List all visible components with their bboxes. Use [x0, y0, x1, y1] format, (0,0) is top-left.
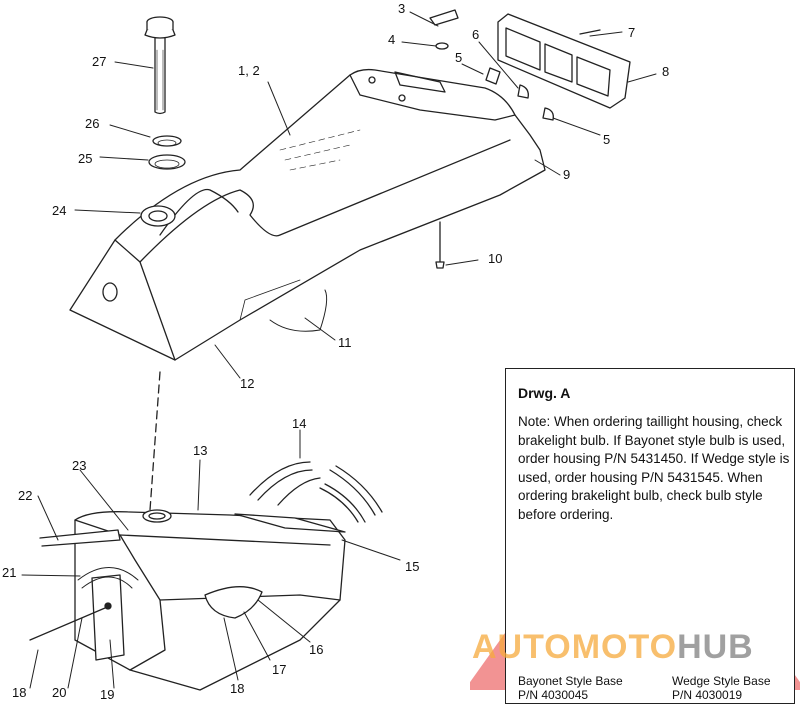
callout-24: 24 [52, 203, 67, 218]
callout-25: 25 [78, 151, 93, 166]
callout-20: 20 [52, 685, 67, 700]
tank-straps [234, 461, 383, 533]
callout-13: 13 [193, 443, 208, 458]
taillight-lens [429, 9, 631, 121]
callout-1-2: 1, 2 [238, 63, 260, 78]
callout-6: 6 [472, 27, 480, 42]
callout-18-left: 18 [12, 685, 27, 700]
bayonet-bulb-part-number: P/N 4030045 [518, 688, 589, 702]
wedge-bulb-label: Wedge Style Base [672, 674, 771, 688]
callout-18-right: 18 [230, 681, 245, 696]
callout-14: 14 [292, 416, 307, 431]
assembly-centerline [149, 371, 161, 511]
callout-7: 7 [628, 25, 636, 40]
fuel-tank-lower [29, 509, 346, 691]
bolt [435, 221, 445, 269]
drawing-a-panel: Drwg. A Note: When ordering taillight ho… [505, 368, 795, 704]
watermark-text-part2: HUB [677, 628, 754, 666]
callout-8: 8 [662, 64, 670, 79]
callout-12: 12 [240, 376, 255, 391]
drawing-a-title: Drwg. A [518, 385, 571, 401]
callout-15: 15 [405, 559, 420, 574]
callout-17: 17 [272, 662, 287, 677]
callout-5-right: 5 [603, 132, 611, 147]
callout-19: 19 [100, 687, 115, 702]
callout-21: 21 [2, 565, 17, 580]
bayonet-bulb-label: Bayonet Style Base [518, 674, 623, 688]
callout-11: 11 [338, 335, 352, 350]
seat-cover-upper [69, 68, 546, 361]
callout-9: 9 [563, 167, 571, 182]
callout-3: 3 [398, 1, 406, 16]
filler-cap-tube [144, 16, 176, 115]
watermark-text-part1: AUTOMOTO [472, 628, 678, 666]
callout-22: 22 [18, 488, 33, 503]
callout-16: 16 [309, 642, 324, 657]
leader-lines [21, 11, 657, 689]
callout-10: 10 [488, 251, 503, 266]
callout-27: 27 [92, 54, 107, 69]
callout-23: 23 [72, 458, 87, 473]
wedge-bulb-part-number: P/N 4030019 [672, 688, 743, 702]
callout-26: 26 [85, 116, 100, 131]
callout-5-top: 5 [455, 50, 463, 65]
watermark-text: AUTOMOTOHUB [472, 628, 754, 667]
gaskets [148, 135, 186, 170]
drawing-a-note: Note: When ordering taillight housing, c… [518, 414, 790, 522]
callout-4: 4 [388, 32, 396, 47]
